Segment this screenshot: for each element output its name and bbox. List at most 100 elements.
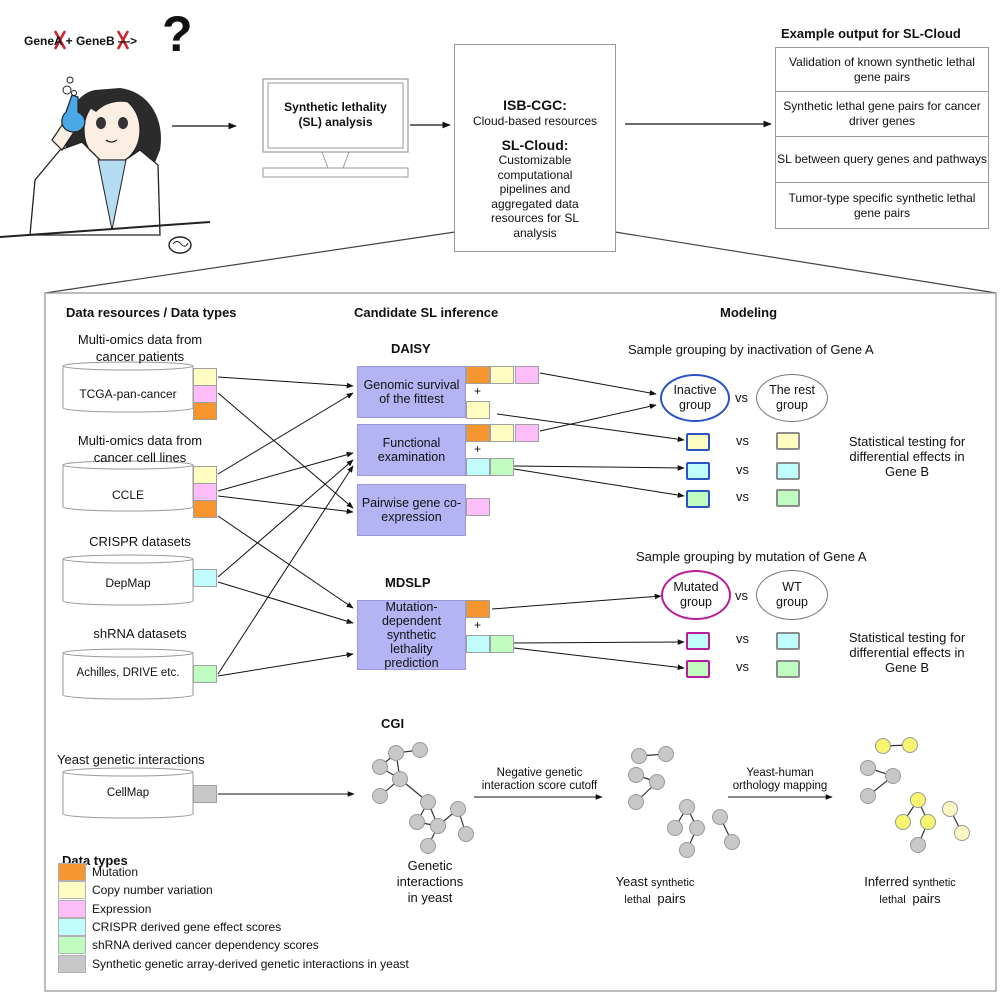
chip-mdslp-crispr — [466, 635, 490, 653]
method-genomic-survival: Genomic survival of the fittest — [357, 366, 466, 418]
header-candidate-sl: Candidate SL inference — [354, 305, 499, 320]
cylinder-depmap — [62, 554, 194, 606]
db-depmap: DepMap — [105, 576, 151, 590]
header-data-resources: Data resources / Data types — [66, 305, 237, 320]
label-line: Yeast-human — [746, 767, 814, 779]
question-arrow: —> — [117, 34, 137, 48]
network-node — [895, 814, 911, 830]
cylinder-cellmap — [62, 767, 194, 819]
detail-panel-border — [44, 292, 997, 992]
plus-sign: + — [474, 618, 482, 632]
network-node — [409, 814, 425, 830]
db-cellmap: CellMap — [106, 787, 150, 799]
rest-group-ellipse: The rest group — [756, 374, 828, 422]
legend-swatch — [58, 936, 86, 955]
arrow-shrna-to-func — [217, 465, 354, 675]
title-line: Multi-omics data from — [77, 433, 203, 448]
wt-shrna-square — [776, 660, 800, 678]
network-node — [724, 834, 740, 850]
legend-swatch — [58, 954, 86, 973]
title-line: cancer cell lines — [93, 450, 187, 465]
label-part: synthetic — [912, 877, 956, 889]
mutated-shrna-square — [686, 660, 710, 678]
zoom-line-right — [614, 231, 997, 294]
desc-line: aggregated data — [491, 196, 579, 211]
method-pairwise-coexpression: Pairwise gene co-expression — [357, 484, 466, 536]
network-node — [392, 771, 408, 787]
gene-b-label: Gene — [75, 34, 106, 48]
resource-title-yeast: Yeast genetic interactions — [57, 752, 205, 767]
vs-label: vs — [736, 489, 749, 504]
desc-line: pipelines and — [499, 182, 571, 196]
legend-label: Synthetic genetic array-derived genetic … — [92, 956, 409, 971]
sl-cloud-box: ISB-CGC: Cloud-based resources SL-Cloud:… — [454, 44, 616, 252]
chip-func-crispr — [466, 458, 490, 476]
desc-line: resources for SL — [490, 211, 580, 225]
stat-line: differential effects in — [849, 645, 965, 660]
sl-cloud-description: Customizable computational pipelines and… — [455, 153, 615, 240]
desc-line: analysis — [513, 225, 557, 240]
cylinder-tcga — [62, 361, 194, 413]
inactive-crispr-square — [686, 462, 710, 480]
stat-line: differential effects in — [849, 449, 965, 464]
network-node — [679, 842, 695, 858]
scientist-illustration — [0, 76, 211, 254]
output-item-driver-genes: Synthetic lethal gene pairs for cancer d… — [775, 91, 989, 137]
vs-label: vs — [735, 588, 748, 603]
network-node — [628, 794, 644, 810]
resource-title-crispr: CRISPR datasets — [89, 534, 191, 549]
network-node — [875, 738, 891, 754]
inactive-cnv-square — [686, 433, 710, 451]
network-node — [372, 788, 388, 804]
network-node — [450, 801, 466, 817]
db-achilles-drive: Achilles, DRIVE etc. — [76, 667, 180, 679]
chip-ccle-cnv — [193, 466, 217, 484]
chip-ccle-expression — [193, 483, 217, 501]
network-node — [458, 826, 474, 842]
legend-swatch — [58, 863, 86, 881]
mutated-crispr-square — [686, 632, 710, 650]
chip-mdslp-shrna — [490, 635, 514, 653]
gene-a-suffix: A — [54, 34, 63, 48]
legend-label: Expression — [92, 901, 152, 916]
stat-line: Gene B — [884, 660, 930, 675]
resource-title-cell-lines: Multi-omics data from cancer cell lines — [50, 432, 230, 466]
output-item-tumor-type: Tumor-type specific synthetic lethal gen… — [775, 182, 989, 229]
rest-cnv-square — [776, 432, 800, 450]
network-node — [885, 768, 901, 784]
inactive-group-ellipse: Inactive group — [660, 374, 730, 422]
network-node — [372, 759, 388, 775]
arrow-ccle-exp-to-func — [217, 452, 354, 492]
label-part: Yeast — [615, 874, 648, 889]
label-line: Negative genetic — [496, 767, 583, 779]
chip-gsf-expression — [515, 366, 539, 384]
chip-func-expression — [515, 424, 539, 442]
resource-title-patients: Multi-omics data from cancer patients — [50, 331, 230, 365]
stat-testing-mutation: Statistical testing for differential eff… — [832, 630, 982, 675]
legend-swatch — [58, 917, 86, 936]
chip-depmap-crispr — [193, 569, 217, 587]
daisy-title: DAISY — [391, 341, 431, 356]
method-functional-examination: Functional examination — [357, 424, 466, 476]
label-part: pairs — [657, 891, 686, 906]
yeast-interaction-network — [372, 742, 474, 854]
sl-analysis-line2: (SL) analysis — [298, 115, 373, 129]
legend-label: CRISPR derived gene effect scores — [92, 919, 282, 934]
network-node — [420, 838, 436, 854]
chip-cellmap-yeast — [193, 785, 217, 803]
isb-cgc-title: ISB-CGC: — [503, 97, 567, 113]
chip-func-cnv — [490, 424, 514, 442]
db-tcga: TCGA-pan-cancer — [79, 387, 177, 401]
chip-gsf-mutation — [466, 366, 490, 384]
stat-line: Gene B — [884, 464, 930, 479]
vs-label: vs — [735, 390, 748, 405]
legend-label: Copy number variation — [92, 883, 213, 898]
arrow-tcga-cnv-to-gsf — [217, 376, 354, 389]
gene-a-label: Gene — [24, 34, 55, 48]
chip-shrna — [193, 665, 217, 683]
label-line: interactions — [396, 874, 464, 889]
network-node — [631, 748, 647, 764]
chip-gsf-cnv-b — [466, 401, 490, 419]
network-node — [910, 792, 926, 808]
mdslp-title: MDSLP — [385, 575, 431, 590]
